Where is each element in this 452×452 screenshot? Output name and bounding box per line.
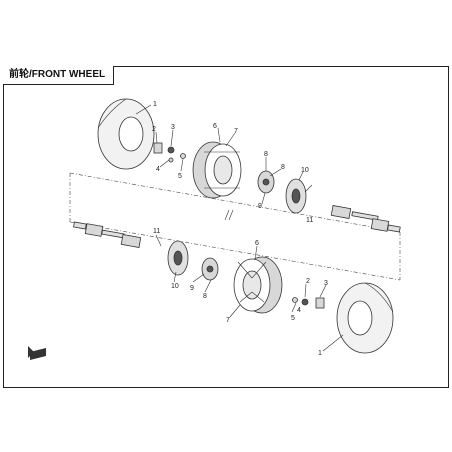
diagram-frame: [3, 66, 449, 388]
callout-upper-rim: 7: [234, 128, 238, 135]
diagram-title: 前轮/FRONT WHEEL: [3, 66, 115, 85]
callout-lower-bolt: 11: [153, 228, 160, 235]
lower-tire: [336, 282, 394, 354]
upper-drive-shaft: [330, 205, 401, 233]
callout-lower-stud: 8: [203, 293, 207, 300]
callout-upper-stud: 8: [264, 151, 268, 158]
callout-upper-valve: 6: [213, 123, 217, 130]
front-direction-icon: [28, 346, 46, 360]
callout-labels: 1 2 3 4 5 6 7 8 8 9 10 11 11 10 9 8 6 7 …: [152, 101, 328, 357]
callout-lower-rim: 7: [226, 317, 230, 324]
callout-upper-bolt: 11: [306, 217, 313, 224]
callout-lower-disc: 10: [171, 283, 179, 290]
callout-lower-washer: 4: [297, 307, 301, 314]
callout-lower-hub-nut: 3: [324, 280, 328, 287]
upper-rim: [192, 141, 242, 199]
upper-axle-centerline: [69, 172, 401, 281]
callout-upper-bolt-8: 8: [281, 164, 285, 171]
upper-brake-disc: [285, 178, 307, 214]
callout-upper-washer: 4: [156, 166, 160, 173]
callout-lower-tire: 1: [318, 350, 322, 357]
callout-upper-disc: 10: [301, 167, 309, 174]
lower-drive-shaft: [73, 221, 142, 248]
callout-upper-cotter: 5: [178, 173, 182, 180]
upper-hub-nut-group: [153, 142, 186, 163]
upper-tire: [97, 98, 155, 170]
callout-upper-tire: 1: [153, 101, 157, 108]
callout-upper-hub: 9: [258, 203, 262, 210]
callout-upper-nut: 2: [152, 126, 156, 133]
lower-hub-nut-group: [292, 297, 325, 309]
callout-lower-valve: 6: [255, 240, 259, 247]
upper-hub: [257, 170, 275, 194]
leader-lines: [135, 104, 344, 352]
callout-lower-cotter: 5: [291, 315, 295, 322]
callout-lower-nut: 2: [306, 278, 310, 285]
lower-rim: [233, 256, 283, 314]
lower-hub: [201, 257, 219, 281]
callout-upper-hub-nut: 3: [171, 124, 175, 131]
callout-lower-hub: 9: [190, 285, 194, 292]
lower-brake-disc: [167, 240, 189, 276]
